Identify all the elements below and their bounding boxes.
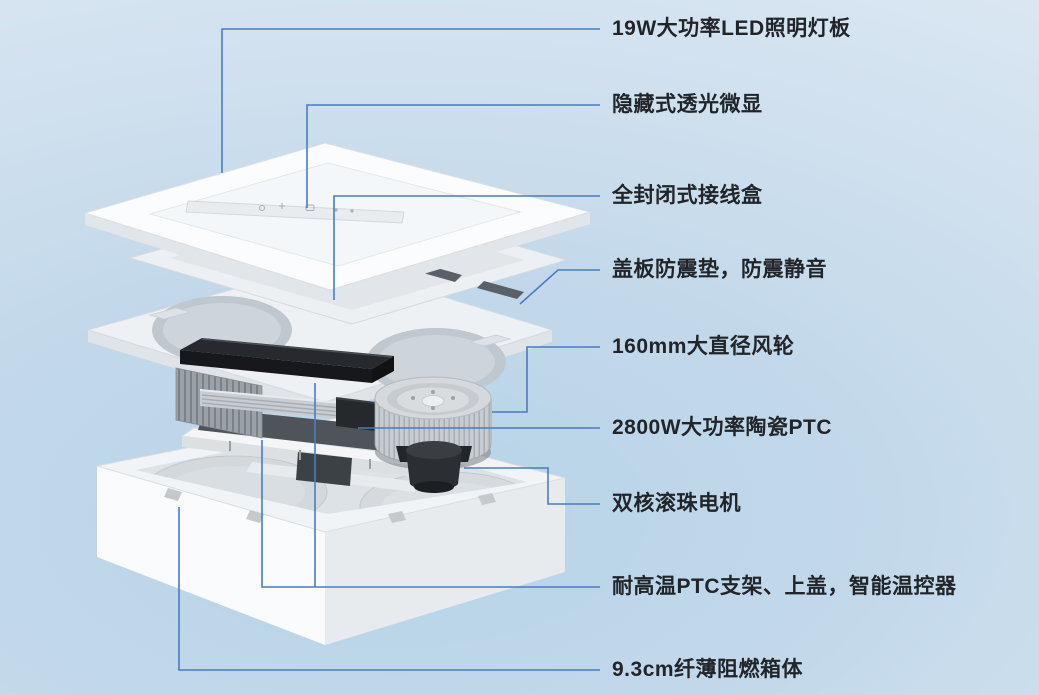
led-panel <box>83 142 592 302</box>
callout-label-ptc: 2800W大功率陶瓷PTC <box>612 416 833 439</box>
heater-assembly <box>175 338 492 493</box>
leader-line-led-panel <box>221 28 600 173</box>
leader-line-fan-wheel <box>492 346 600 413</box>
callout-label-motor: 双核滚珠电机 <box>612 492 741 515</box>
callout-label-display: 隐藏式透光微显 <box>612 93 763 116</box>
leader-line-box <box>178 507 600 671</box>
callout-label-fan-wheel: 160mm大直径风轮 <box>612 335 795 358</box>
callout-label-bracket: 耐高温PTC支架、上盖，智能温控器 <box>612 575 957 598</box>
leader-lines <box>178 28 600 671</box>
ptc-top-cover <box>180 338 394 383</box>
thermostat <box>336 398 384 432</box>
callout-label-box: 9.3cm纤薄阻燃箱体 <box>612 658 804 681</box>
leader-line-bracket <box>261 440 600 588</box>
leader-line-junction-box <box>333 195 600 300</box>
callout-label-junction-box: 全封闭式接线盒 <box>612 184 763 207</box>
callout-label-led-panel: 19W大功率LED照明灯板 <box>612 17 851 40</box>
leader-line-display <box>306 104 600 208</box>
leader-line-motor <box>464 467 600 505</box>
motor <box>396 441 472 493</box>
leader-line-shock-pad <box>519 269 600 305</box>
callout-label-shock-pad: 盖板防震垫，防震静音 <box>612 258 827 281</box>
micro-display-strip <box>185 200 405 224</box>
